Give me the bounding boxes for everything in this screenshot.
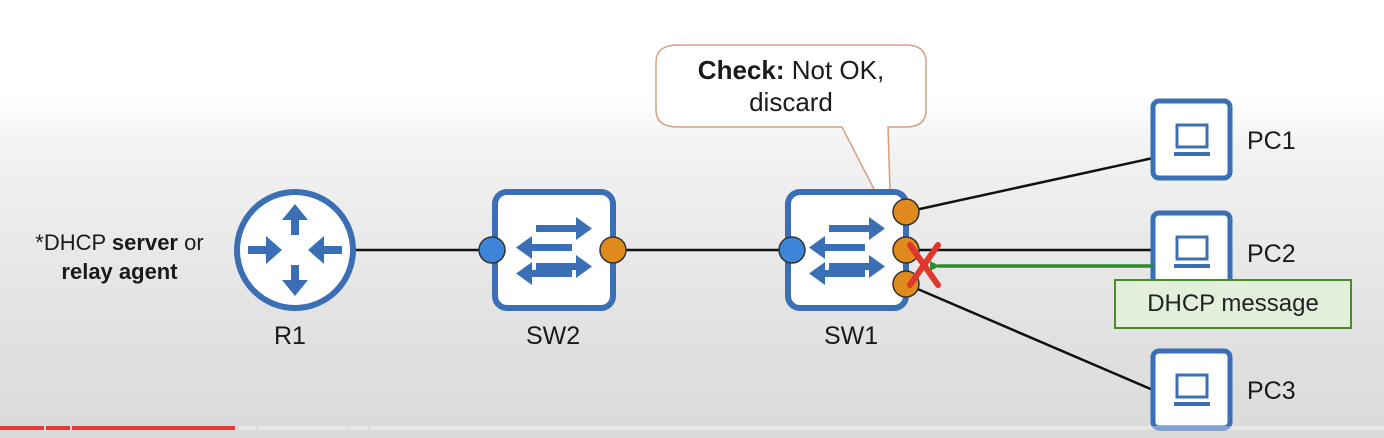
callout-bold: Check: (697, 55, 785, 85)
pc-pc1[interactable] (1150, 98, 1233, 181)
label-pc1: PC1 (1247, 127, 1296, 155)
video-progress-played (0, 426, 236, 430)
dhcp-server-note: *DHCP server or relay agent (12, 228, 227, 286)
switch-sw1[interactable] (785, 189, 909, 311)
router-arrows-icon (248, 204, 342, 296)
note-mid: or (178, 230, 204, 255)
chapter-gap (256, 426, 258, 430)
dhcp-message-box: DHCP message (1114, 279, 1352, 329)
port-sw1-trusted (778, 236, 806, 264)
label-sw2: SW2 (526, 322, 581, 350)
label-sw1: SW1 (824, 322, 879, 350)
monitor-icon (1174, 123, 1210, 156)
note-bold-server: server (111, 230, 178, 255)
port-sw2-untrusted (599, 236, 627, 264)
chapter-gap (368, 426, 370, 430)
callout-bubble (655, 44, 927, 223)
pc-pc3[interactable] (1150, 348, 1233, 431)
callout-text2: discard (749, 87, 833, 117)
label-pc2: PC2 (1247, 240, 1296, 268)
reject-x-icon (907, 242, 941, 288)
callout-text: Check: Not OK, discard (656, 46, 926, 126)
switch-arrows-icon (516, 217, 592, 285)
callout-text1: Not OK, (784, 55, 885, 85)
port-sw2-trusted (478, 236, 506, 264)
note-bold-relay-agent: relay agent (61, 259, 178, 284)
video-progress-bar[interactable] (0, 426, 1384, 430)
link-sw1-pc1 (905, 156, 1154, 214)
monitor-icon (1174, 235, 1210, 268)
dhcp-message-label: DHCP message (1147, 290, 1319, 317)
switch-sw2[interactable] (492, 189, 616, 311)
link-sw1-pc3 (905, 282, 1154, 392)
label-r1: R1 (274, 322, 306, 350)
chapter-gap (348, 426, 350, 430)
label-pc3: PC3 (1247, 377, 1296, 405)
chapter-gap (236, 426, 238, 430)
note-prefix: *DHCP (35, 230, 112, 255)
port-sw1-pc1-untrusted (892, 198, 920, 226)
router-r1[interactable] (234, 189, 356, 311)
monitor-icon (1174, 373, 1210, 406)
switch-arrows-icon (809, 217, 885, 285)
chapter-gap (70, 426, 72, 430)
chapter-gap (44, 426, 46, 430)
